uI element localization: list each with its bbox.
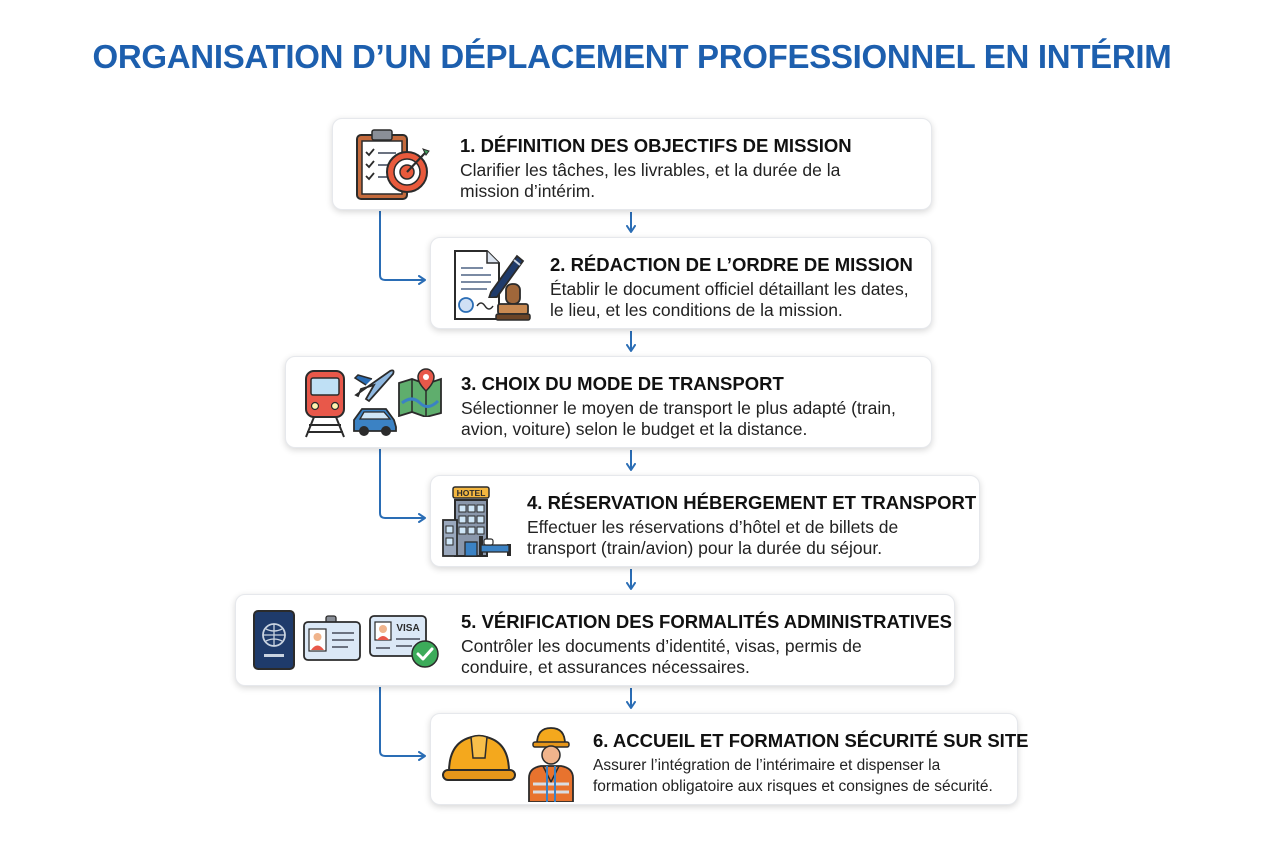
car-icon: [353, 408, 397, 436]
visa-card-icon: VISA: [369, 615, 427, 657]
step-5-description: Contrôler les documents d’identité, visa…: [461, 636, 862, 677]
step-6-description: Assurer l’intégration de l’intérimaire e…: [593, 757, 993, 795]
hard-hat-icon: [442, 734, 516, 781]
step-card-5: VISA 5. VÉRIFICATION DES FORMALITÉS ADMI…: [235, 594, 955, 686]
step-2-description: Établir le document officiel détaillant …: [550, 279, 909, 320]
hotel-sign-text: HOTEL: [457, 488, 486, 498]
step-5-title: 5. VÉRIFICATION DES FORMALITÉS ADMINISTR…: [461, 611, 952, 632]
train-icon: [305, 370, 345, 438]
step-2-title: 2. RÉDACTION DE L’ORDRE DE MISSION: [550, 254, 913, 275]
elbow-connector-5-6: [379, 687, 426, 761]
step-card-1: 1. DÉFINITION DES OBJECTIFS DE MISSION C…: [332, 118, 932, 210]
target-icon: [386, 148, 430, 193]
page-title: ORGANISATION D’UN DÉPLACEMENT PROFESSION…: [92, 38, 1172, 75]
stamp-icon: [495, 283, 531, 321]
id-card-icon: [303, 615, 361, 661]
step-card-4: HOTEL 4. RÉSERVATION HÉBERGEMENT ET TRAN…: [430, 475, 980, 567]
step-card-6: 6. ACCUEIL ET FORMATION SÉCURITÉ SUR SIT…: [430, 713, 1028, 805]
step-3-description: Sélectionner le moyen de transport le pl…: [461, 398, 896, 439]
step-card-2: 2. RÉDACTION DE L’ORDRE DE MISSION Établ…: [430, 237, 932, 329]
step-1-description: Clarifier les tâches, les livrables, et …: [460, 160, 841, 201]
step-1-title: 1. DÉFINITION DES OBJECTIFS DE MISSION: [460, 135, 852, 156]
step-4-title: 4. RÉSERVATION HÉBERGEMENT ET TRANSPORT: [527, 492, 977, 513]
passport-icon: [253, 610, 295, 670]
worker-icon: [528, 727, 574, 802]
step-3-title: 3. CHOIX DU MODE DE TRANSPORT: [461, 373, 784, 394]
airplane-icon: [353, 369, 395, 403]
checkmark-icon: [411, 640, 439, 668]
elbow-connector-1-2: [379, 211, 426, 285]
document-icon: [454, 250, 500, 320]
step-4-description: Effectuer les réservations d’hôtel et de…: [527, 517, 899, 558]
visa-label-text: VISA: [396, 623, 419, 634]
bed-icon: [479, 536, 511, 556]
elbow-connector-3-4: [379, 449, 426, 523]
step-6-title: 6. ACCUEIL ET FORMATION SÉCURITÉ SUR SIT…: [593, 730, 1029, 751]
map-icon: [398, 368, 442, 417]
step-card-3: 3. CHOIX DU MODE DE TRANSPORT Sélectionn…: [285, 356, 932, 448]
pen-icon: [488, 254, 525, 298]
